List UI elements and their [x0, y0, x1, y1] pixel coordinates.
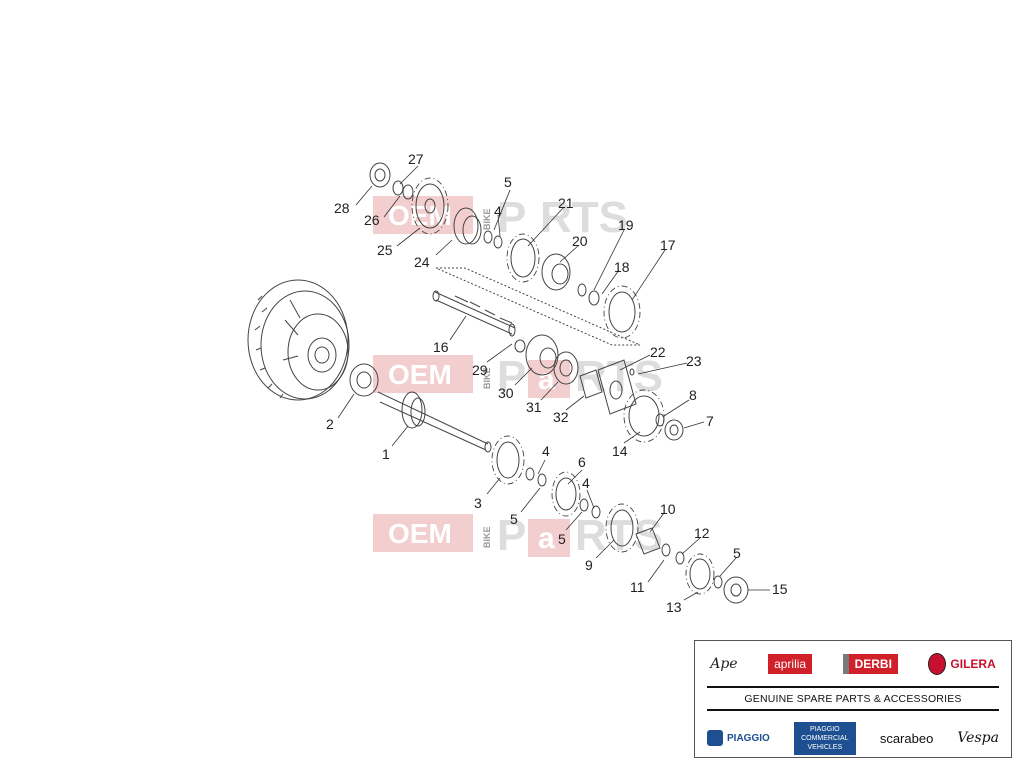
part-number-labels: 27 28 26 25 24 5 4 21 20 19 18 17 16 29 … [326, 151, 788, 615]
part-label: 23 [686, 353, 702, 369]
clutch-basket [247, 279, 350, 401]
brand-caption: GENUINE SPARE PARTS & ACCESSORIES [707, 686, 999, 711]
part-label: 27 [408, 151, 424, 167]
svg-text:OEM: OEM [388, 359, 452, 390]
secondary-shaft [432, 267, 641, 415]
part-label: 28 [334, 200, 350, 216]
part-label: 4 [494, 203, 502, 219]
svg-text:OEM: OEM [388, 200, 452, 231]
part-label: 24 [414, 254, 430, 270]
upper-gears [369, 162, 641, 339]
part-label: 21 [558, 195, 574, 211]
part-label: 14 [612, 443, 628, 459]
part-label: 30 [498, 385, 514, 401]
part-label: 32 [553, 409, 569, 425]
part-label: 12 [694, 525, 710, 541]
leader-lines [337, 165, 770, 601]
svg-text:RTS: RTS [575, 352, 663, 401]
part-label: 17 [660, 237, 676, 253]
part-label: 4 [542, 443, 550, 459]
part-label: 10 [660, 501, 676, 517]
svg-text:a: a [538, 522, 555, 555]
part-label: 1 [382, 446, 390, 462]
part-label: 16 [433, 339, 449, 355]
svg-text:BIKE: BIKE [482, 208, 492, 230]
part-label: 25 [377, 242, 393, 258]
part-label: 31 [526, 399, 542, 415]
part-label: 13 [666, 599, 682, 615]
part-label: 7 [706, 413, 714, 429]
part-label: 26 [364, 212, 380, 228]
svg-text:RTS: RTS [575, 511, 663, 560]
scarabeo-logo: scarabeo [879, 730, 934, 746]
part-label: 5 [558, 531, 566, 547]
piaggio-emblem-icon [707, 730, 723, 746]
svg-text:BIKE: BIKE [482, 526, 492, 548]
part-label: 5 [504, 174, 512, 190]
part-label: 22 [650, 344, 666, 360]
svg-text:BIKE: BIKE [482, 367, 492, 389]
part-label: 18 [614, 259, 630, 275]
svg-text:P: P [497, 511, 526, 560]
watermark-2: OEM BIKE P a RTS [373, 352, 663, 401]
part-label: 15 [772, 581, 788, 597]
part-label: 4 [582, 475, 590, 491]
derbi-logo: DERBI [842, 654, 898, 674]
ape-logo: Ape [710, 656, 738, 672]
part-label: 11 [630, 579, 645, 595]
part-label: 8 [689, 387, 697, 403]
brand-logos-panel: Ape aprilia DERBI GILERA GENUINE SPARE P… [694, 640, 1012, 758]
primary-shaft [349, 363, 749, 604]
piaggio-label: PIAGGIO [727, 732, 770, 744]
gilera-label: GILERA [950, 657, 996, 671]
svg-text:OEM: OEM [388, 518, 452, 549]
part-label: 9 [585, 557, 593, 573]
svg-text:P: P [497, 352, 526, 401]
part-label: 20 [572, 233, 588, 249]
piaggio-logo: PIAGGIO [707, 730, 770, 746]
part-label: 3 [474, 495, 482, 511]
piaggio-commercial-vehicles-logo: PIAGGIO COMMERCIAL VEHICLES [793, 721, 856, 755]
watermark-3: OEM BIKE P a RTS [373, 511, 663, 560]
part-label: 19 [618, 217, 634, 233]
aprilia-logo: aprilia [768, 654, 813, 674]
vespa-logo: Vespa [957, 730, 999, 746]
part-label: 6 [578, 454, 586, 470]
brand-row-bottom: PIAGGIO PIAGGIO COMMERCIAL VEHICLES scar… [695, 721, 1011, 755]
brand-row-top: Ape aprilia DERBI GILERA [695, 649, 1011, 679]
gilera-logo: GILERA [928, 653, 996, 675]
gilera-emblem-icon [928, 653, 947, 675]
part-label: 2 [326, 416, 334, 432]
part-label: 29 [472, 362, 488, 378]
part-label: 5 [510, 511, 518, 527]
part-label: 5 [733, 545, 741, 561]
